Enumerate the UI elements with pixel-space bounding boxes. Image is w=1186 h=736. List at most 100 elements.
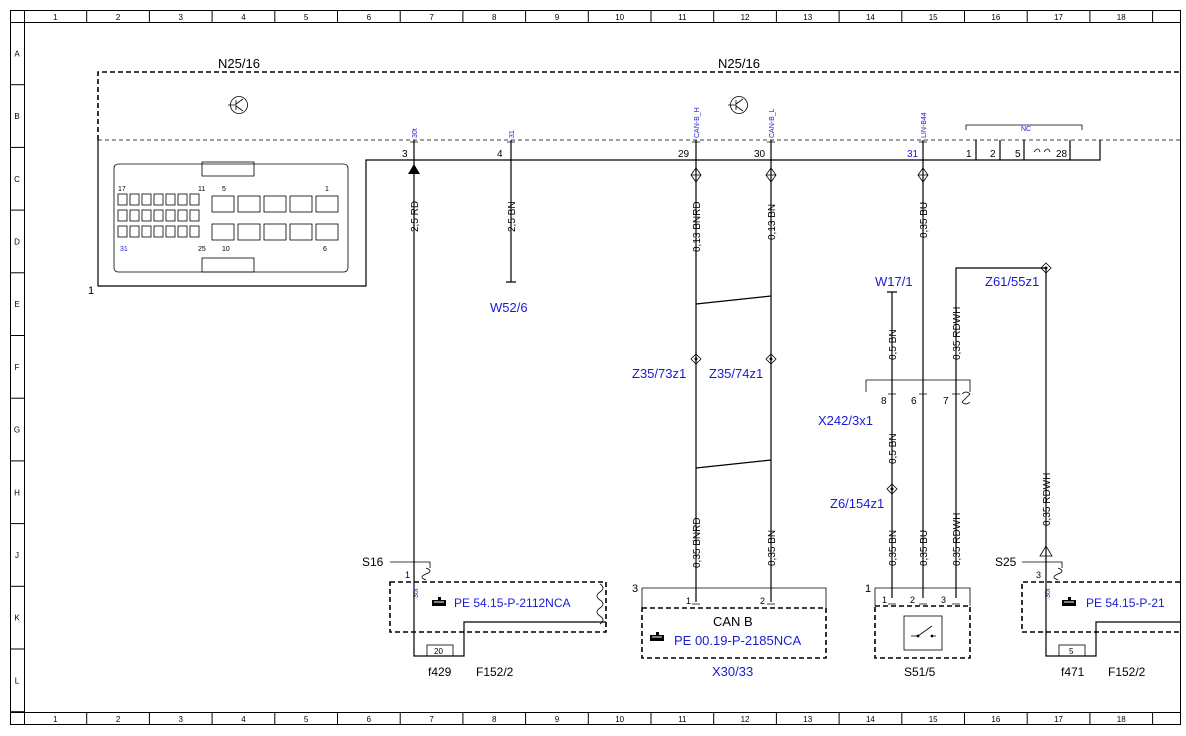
s51-pin-2: 2 [910, 595, 915, 605]
grid-row-J: J [15, 551, 19, 560]
connector-cell [189, 209, 200, 222]
connector-cell [211, 195, 235, 213]
s51-label: S51/5 [904, 665, 936, 679]
drawing-frame [10, 10, 1181, 725]
connector-cell [315, 223, 339, 241]
grid-column-1: 1 [53, 13, 58, 22]
twisted-pair-icon [690, 167, 929, 183]
s16-block: S16 1 30t PE 54.15-P-2112NCA 20 f429 F15… [362, 555, 607, 679]
reference-hand-icon [431, 596, 447, 607]
connector-pin-25: 25 [198, 246, 206, 253]
connector-cell [153, 193, 164, 206]
nc-label: NC [1021, 126, 1031, 133]
wire-label-s51-2: 0,35 BU [919, 530, 930, 566]
grid-row-H: H [14, 488, 20, 497]
module-label-right: N25/16 [718, 56, 760, 71]
grid-column-3: 3 [179, 715, 184, 724]
connector-cell [129, 193, 140, 206]
transistor-icon [728, 96, 748, 114]
connector-cell [289, 195, 313, 213]
grid-column-9: 9 [555, 715, 560, 724]
splice-point-icon [690, 262, 1052, 495]
canb-block: 3 1 2 CAN B PE 00.19-P-2185NCA X30/33 [632, 583, 827, 679]
f152-right-label: F152/2 [1108, 665, 1146, 679]
grid-column-15: 15 [929, 13, 938, 22]
grid-column-14: 14 [866, 13, 875, 22]
s16-reference: PE 54.15-P-2112NCA [454, 596, 571, 610]
nc-pin-1: 1 [966, 149, 972, 160]
connector-cell [237, 195, 261, 213]
connector-cell [189, 225, 200, 238]
grid-row-D: D [14, 237, 20, 246]
connector-cell [177, 209, 188, 222]
connector-cell [177, 193, 188, 206]
connector-pin-17: 17 [118, 186, 126, 193]
connector-cell [129, 225, 140, 238]
wire-label-w17: 0,5 BN [888, 329, 899, 360]
s16-label: S16 [362, 555, 384, 569]
pin-30-number: 30 [754, 149, 766, 160]
nc-pin-5: 5 [1015, 149, 1021, 160]
grid-column-6: 6 [367, 13, 372, 22]
grid-column-4: 4 [241, 715, 246, 724]
w52-label: W52/6 [490, 300, 528, 315]
grid-column-16: 16 [991, 715, 1000, 724]
wire-label-s51-3: 0,35 RDWH [952, 513, 963, 566]
wire-label-canb-1: 0,35 BNRD [692, 517, 703, 568]
s51-pin-3: 3 [941, 595, 946, 605]
grid-column-12: 12 [741, 715, 750, 724]
grid-column-8: 8 [492, 715, 497, 724]
s51-pin-1: 1 [882, 595, 887, 605]
s25-label: S25 [995, 555, 1017, 569]
f471-fuse-value: 5 [1069, 647, 1074, 656]
module-pins: 3 4 29 30 31 30t 31 CAN-B_H CAN-B_L LIN-… [402, 107, 928, 160]
connector-cell [211, 223, 235, 241]
connector-cell [177, 225, 188, 238]
s51-block: 1 1 2 3 S51/5 [865, 583, 971, 679]
x242-pin-7: 7 [943, 396, 949, 407]
module-label-left: N25/16 [218, 56, 260, 71]
grid-column-10: 10 [615, 13, 624, 22]
s25-reference: PE 54.15-P-21 [1086, 596, 1165, 610]
connector-pin-1: 1 [325, 186, 329, 193]
switch-icon [903, 615, 943, 651]
x242-label: X242/3x1 [818, 413, 873, 428]
canb-reference: PE 00.19-P-2185NCA [674, 633, 802, 648]
wire-label-rdwh-top: 0,35 RDWH [952, 307, 963, 360]
s25-signal: 30t [1045, 588, 1052, 598]
x242-connector: 8 6 7 [881, 393, 960, 407]
connector-cell [315, 195, 339, 213]
grid-column-17: 17 [1054, 715, 1063, 724]
canb-title: CAN B [713, 614, 753, 629]
f471-label: f471 [1061, 665, 1085, 679]
pin-30-signal: CAN-B_L [769, 108, 776, 138]
grid-column-5: 5 [304, 13, 309, 22]
grid-column-2: 2 [116, 715, 121, 724]
grid-row-F: F [15, 363, 20, 372]
reference-hand-icon [649, 631, 665, 642]
connector-cell [141, 209, 152, 222]
nc-pin-2: 2 [990, 149, 996, 160]
wire-label-pin4: 2,5 BN [507, 201, 518, 232]
wiring [408, 160, 1047, 632]
wire-labels: 2,5 RD 2,5 BN 0,13 BNRD 0,13 BN 0,35 BU … [410, 201, 1053, 568]
wire-label-pin29: 0,13 BNRD [692, 201, 703, 252]
transistor-icon [228, 96, 248, 114]
z61-label: Z61/55z1 [985, 274, 1039, 289]
grid-row-E: E [14, 300, 19, 309]
module-outline [97, 71, 1180, 140]
s16-pin: 1 [405, 570, 410, 580]
connector-pin-31: 31 [120, 246, 128, 253]
grid-column-17: 17 [1054, 13, 1063, 22]
connector-cell [117, 225, 128, 238]
connector-cell [129, 209, 140, 222]
f152-left-label: F152/2 [476, 665, 514, 679]
connector-cell [117, 209, 128, 222]
grid-column-13: 13 [803, 13, 812, 22]
pin-29-number: 29 [678, 149, 690, 160]
x242-pin-8: 8 [881, 396, 887, 407]
reference-hand-icon [1061, 596, 1077, 607]
grid-column-18: 18 [1117, 715, 1126, 724]
canb-label: X30/33 [712, 664, 753, 679]
